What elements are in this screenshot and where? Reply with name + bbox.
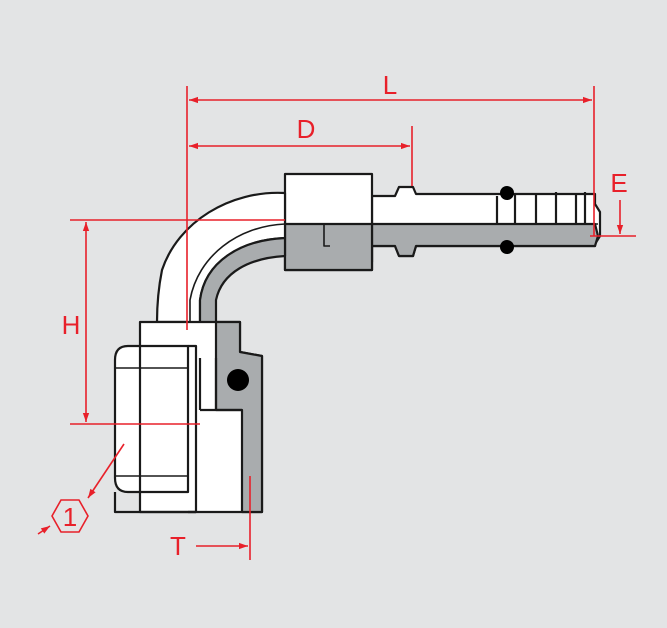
swivel-ball	[227, 369, 249, 391]
hex-leader-b	[37, 525, 51, 535]
o-ring-lower	[500, 240, 514, 254]
dim-label-t: T	[170, 531, 186, 561]
dim-label-d: D	[297, 114, 316, 144]
hex-callout-label: 1	[63, 502, 77, 532]
hex-callout: 1	[51, 499, 89, 533]
dim-label-e: E	[610, 168, 627, 198]
hex-leader-a	[87, 443, 125, 499]
hex-nut	[113, 344, 198, 514]
hose-tail	[328, 185, 602, 264]
dimension-lines	[37, 86, 636, 560]
ferrule	[283, 172, 374, 272]
dim-label-h: H	[62, 310, 81, 340]
dim-label-l: L	[383, 70, 397, 100]
elbow-fitting	[113, 172, 602, 514]
o-ring-upper	[500, 186, 514, 200]
